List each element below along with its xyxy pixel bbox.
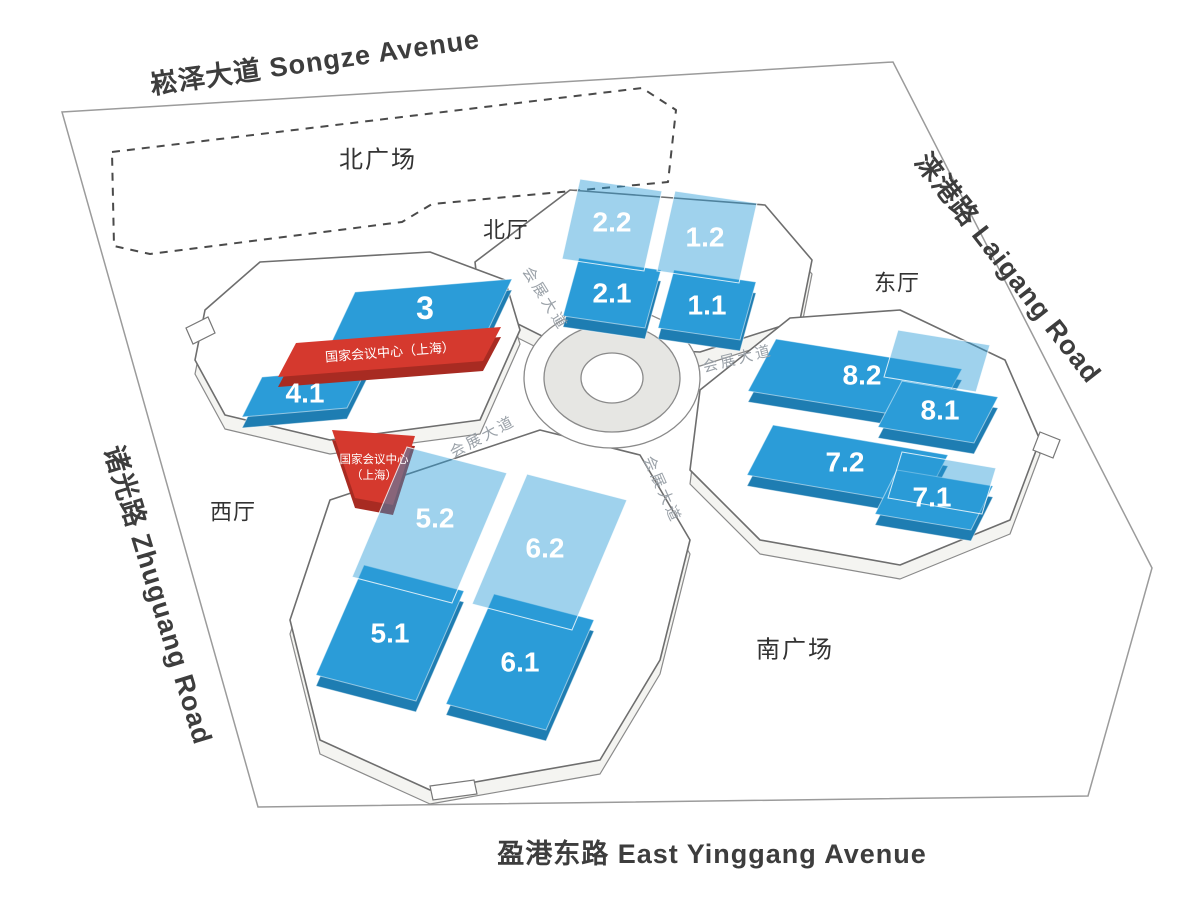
entrance-label-west: 西厅 xyxy=(210,500,256,525)
entrance-labels: 北厅 东厅 西厅 xyxy=(210,218,920,525)
plaza-labels: 北广场 南广场 xyxy=(339,147,834,664)
hall-5.2 xyxy=(351,446,508,604)
hall-label-6.2: 6.2 xyxy=(526,533,565,564)
north-plaza-outline xyxy=(111,87,677,255)
halls-upper-translucent xyxy=(351,178,997,631)
convention-center xyxy=(278,327,501,515)
hall-label-6.1: 6.1 xyxy=(501,647,540,678)
hall-1.1 xyxy=(657,269,757,341)
hall-8.1 xyxy=(877,380,999,444)
hall-label-2.1: 2.1 xyxy=(593,278,632,309)
hall-8.2-upper-slab xyxy=(883,329,991,393)
hall-label-1.1: 1.1 xyxy=(688,290,727,321)
street-label-east-yinggang-avenue: 盈港东路 East Yinggang Avenue xyxy=(497,838,927,869)
convention-center-wedge-label-line2: （上海） xyxy=(351,468,397,482)
central-ring-hole xyxy=(580,352,644,404)
plaza-label-north: 北广场 xyxy=(339,147,417,174)
hall-5.1 xyxy=(315,564,465,702)
hall-2.2 xyxy=(561,178,663,272)
plaza-label-south: 南广场 xyxy=(756,637,834,664)
hall-label-4.1: 4.1 xyxy=(286,378,325,409)
site-boundary xyxy=(61,61,1153,808)
hall-6.2 xyxy=(471,473,628,631)
hall-label-5.1: 5.1 xyxy=(371,618,410,649)
hall-6.1 xyxy=(445,593,595,731)
hall-label-1.2: 1.2 xyxy=(686,222,725,253)
hall-label-8.1: 8.1 xyxy=(921,395,960,426)
hall-label-8.2: 8.2 xyxy=(843,360,882,391)
hall-label-5.2: 5.2 xyxy=(416,503,455,534)
hall-label-3: 3 xyxy=(416,290,434,326)
hall-label-7.2: 7.2 xyxy=(826,447,865,478)
entrance-label-north: 北厅 xyxy=(483,218,529,243)
central-ring xyxy=(523,307,701,449)
street-label-songze-avenue: 崧泽大道 Songze Avenue xyxy=(148,23,482,100)
convention-center-wedge-label-line1: 国家会议中心 xyxy=(340,452,409,466)
hall-7.2-upper-slab xyxy=(887,451,997,515)
halls-solid xyxy=(241,257,999,742)
south-entrance-canopy xyxy=(429,779,478,801)
east-entrance-canopy xyxy=(1032,431,1061,459)
hall-2.1 xyxy=(562,257,662,329)
street-label-zhuguang-road: 诸光路 Zhuguang Road xyxy=(98,442,219,748)
hall-label-7.1: 7.1 xyxy=(913,482,952,513)
hall-label-2.2: 2.2 xyxy=(593,207,632,238)
convention-center-band xyxy=(278,327,501,377)
hall-7.1 xyxy=(874,469,994,531)
west-entrance-canopy xyxy=(185,316,216,345)
hall-labels: 2.2 1.2 2.1 1.1 3 4.1 8.2 8.1 7.2 7.1 5.… xyxy=(286,207,960,678)
convention-center-wedge xyxy=(332,430,415,505)
entrance-label-east: 东厅 xyxy=(874,271,920,296)
hall-1.2 xyxy=(656,190,758,284)
